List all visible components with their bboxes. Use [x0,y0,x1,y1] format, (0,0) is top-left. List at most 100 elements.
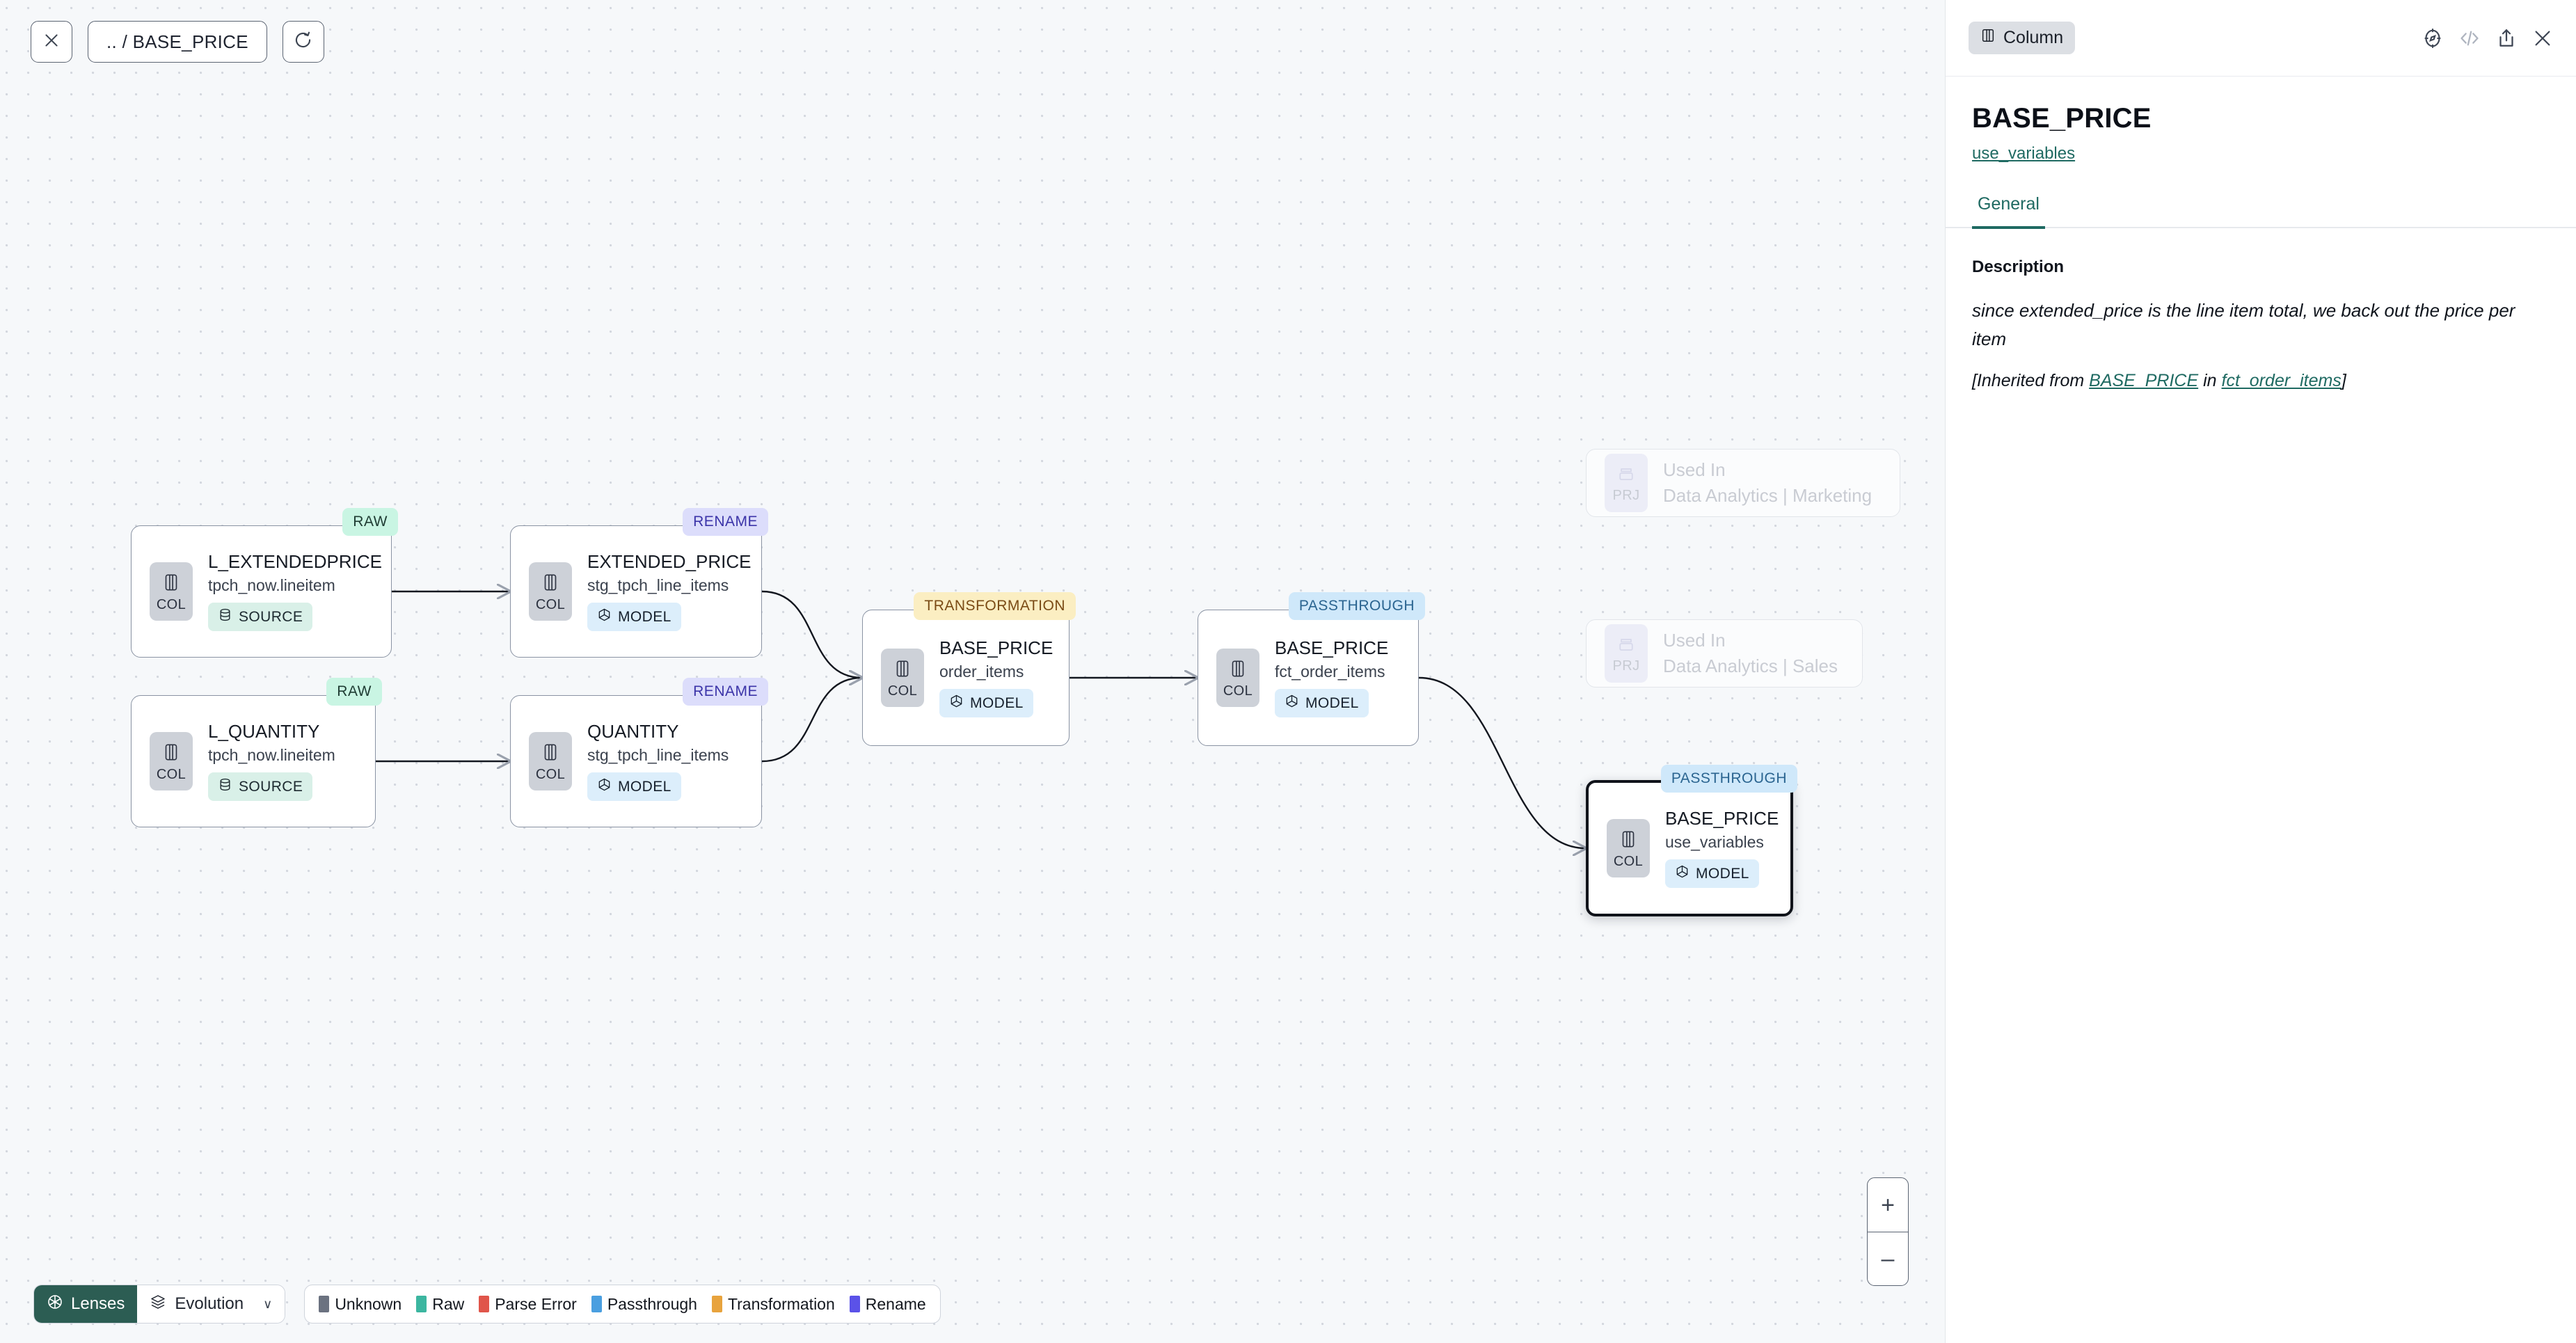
zoom-out-button[interactable]: – [1868,1232,1908,1285]
node-title: L_QUANTITY [208,720,320,742]
evolution-dropdown[interactable]: Evolution ∨ [137,1285,285,1323]
node-kind-label: MODEL [1696,865,1749,882]
node-title: Used In [1663,630,1726,651]
legend-label: Parse Error [495,1294,577,1313]
lineage-canvas[interactable]: .. / BASE_PRICE [0,0,1945,1343]
layers-icon [150,1294,166,1315]
inherited-note: [Inherited from BASE_PRICE in fct_order_… [1972,371,2550,391]
column-chip-label: COL [156,596,186,612]
column-chip: COL [529,732,572,790]
cube-icon [597,607,612,626]
node-subtitle: tpch_now.lineitem [208,575,335,594]
node-badge: PASSTHROUGH [1288,592,1425,620]
column-chip-label: COL [1613,853,1644,869]
cube-icon [1675,864,1689,883]
node-body: Used In Data Analytics | Marketing [1663,460,1872,505]
node-kind-label: MODEL [970,694,1024,711]
panel-header: Column [1946,0,2576,77]
breadcrumb-label: .. / BASE_PRICE [106,31,248,52]
share-icon[interactable] [2496,28,2517,49]
column-icon [893,658,912,683]
zoom-in-button[interactable]: + [1881,1191,1895,1218]
panel-tabs: General [1946,194,2576,229]
column-chip-label: COL [535,766,566,782]
node-badge: RAW [342,508,398,536]
description-section: Description since extended_price is the … [1946,228,2576,391]
database-icon [218,607,232,626]
legend-swatch [849,1296,860,1312]
node-badge: RENAME [683,678,768,706]
column-chip: COL [881,649,924,707]
node-title: BASE_PRICE [939,637,1054,658]
legend-swatch [319,1296,330,1312]
refresh-button[interactable] [282,21,324,63]
column-icon [541,572,559,596]
node-badge: RAW [326,678,382,706]
aperture-icon [47,1294,63,1315]
explore-icon[interactable] [2422,28,2443,49]
legend-item[interactable]: Passthrough [591,1295,697,1314]
column-chip: COL [529,562,572,621]
node-title: QUANTITY [587,720,679,742]
evolution-label: Evolution [175,1294,244,1313]
node-title: BASE_PRICE [1665,807,1779,829]
parent-model-link[interactable]: use_variables [1972,144,2076,163]
node-kind-label: SOURCE [239,778,303,795]
column-chip-label: COL [1223,683,1253,699]
node-badge: PASSTHROUGH [1660,765,1797,793]
legend-item[interactable]: Rename [849,1294,926,1314]
node-title: Used In [1663,459,1726,481]
tab-general[interactable]: General [1972,194,2045,229]
code-icon[interactable] [2458,27,2481,49]
legend-swatch [416,1296,427,1312]
inherited-column-link[interactable]: BASE_PRICE [2089,371,2199,391]
column-icon [1229,658,1247,683]
project-icon [1616,464,1636,487]
close-panel-icon[interactable] [2532,28,2553,49]
inherited-model-link[interactable]: fct_order_items [2221,371,2342,391]
node-kind-pill: SOURCE [208,772,313,802]
column-chip-label: COL [887,683,918,699]
legend-item[interactable]: Unknown [319,1295,401,1314]
page-title: BASE_PRICE [1972,103,2152,134]
inherited-prefix: [Inherited from [1972,371,2090,391]
legend-item[interactable]: Parse Error [479,1295,577,1314]
close-lineage-button[interactable] [31,21,72,63]
legend-swatch [591,1296,602,1312]
node-kind-pill: MODEL [587,772,681,802]
node-kind-pill: MODEL [939,689,1033,718]
legend-label: Passthrough [607,1294,697,1313]
column-icon [1980,28,1996,48]
legend-swatch [479,1296,490,1312]
legend-label: Rename [865,1294,926,1313]
node-subtitle: Data Analytics | Marketing [1663,484,1873,506]
node-subtitle: fct_order_items [1275,662,1385,681]
column-chip: COL [150,562,193,621]
breadcrumb[interactable]: .. / BASE_PRICE [88,21,267,63]
legend-item[interactable]: Raw [416,1295,464,1314]
lenses-button[interactable]: Lenses [34,1285,138,1323]
canvas-bottom-toolbar: Lenses Evolution ∨ Unknown Raw Parse Error… [33,1285,941,1324]
column-icon [541,742,559,766]
node-badge: RENAME [683,508,768,536]
node-subtitle: use_variables [1665,832,1764,851]
lenses-label: Lenses [71,1294,125,1313]
node-kind-pill: MODEL [587,603,681,632]
close-icon [42,31,61,53]
legend-item[interactable]: Transformation [711,1295,835,1314]
entity-type-chip[interactable]: Column [1969,22,2076,54]
